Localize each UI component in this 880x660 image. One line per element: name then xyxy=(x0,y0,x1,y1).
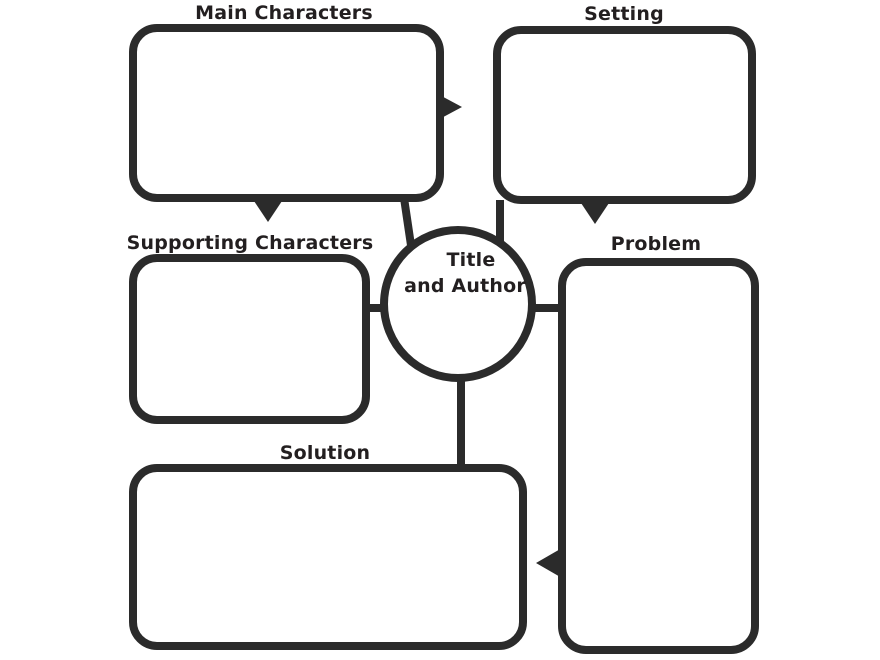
supporting-characters-label: Supporting Characters xyxy=(127,232,374,254)
setting-input[interactable] xyxy=(506,39,743,191)
setting-label: Setting xyxy=(584,3,664,25)
solution-label: Solution xyxy=(280,442,371,464)
main-characters-input[interactable] xyxy=(142,37,431,189)
title-and-author-line1: Title xyxy=(447,249,496,271)
arrow-setting-down-icon xyxy=(579,200,611,224)
supporting-characters-input[interactable] xyxy=(142,267,357,411)
title-and-author-input[interactable] xyxy=(410,300,506,362)
main-characters-label: Main Characters xyxy=(195,2,373,24)
arrow-problem-left-icon xyxy=(536,548,562,578)
arrow-main-characters-down-icon xyxy=(252,198,284,222)
problem-input[interactable] xyxy=(571,271,746,641)
title-and-author-line2: and Author xyxy=(404,275,526,297)
problem-label: Problem xyxy=(611,233,702,255)
solution-input[interactable] xyxy=(142,477,514,637)
